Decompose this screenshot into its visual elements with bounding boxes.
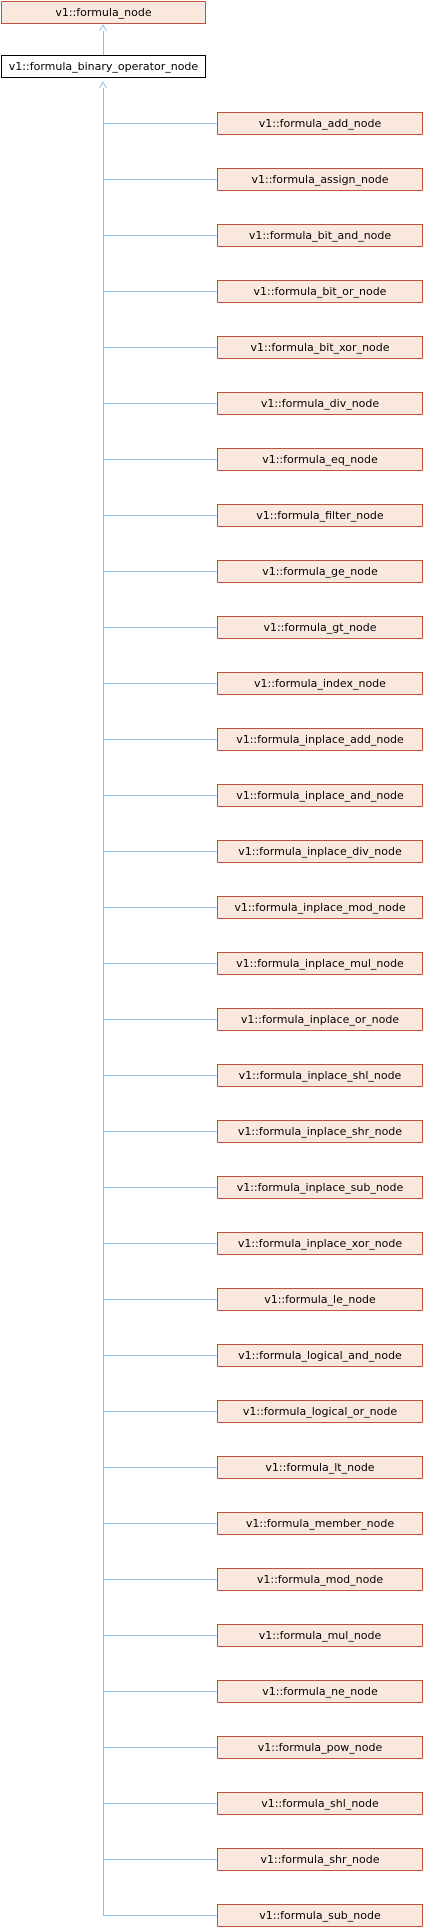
edge-branch [103, 1579, 217, 1580]
class-node-formula-bit-and-node[interactable]: v1::formula_bit_and_node [217, 224, 423, 247]
edge-branch [103, 795, 217, 796]
edge-branch [103, 1019, 217, 1020]
class-node-formula-index-node[interactable]: v1::formula_index_node [217, 672, 423, 695]
class-node-formula-inplace-mul-node[interactable]: v1::formula_inplace_mul_node [217, 952, 423, 975]
edge-branch [103, 1131, 217, 1132]
class-node-formula-filter-node[interactable]: v1::formula_filter_node [217, 504, 423, 527]
class-node-formula-ne-node[interactable]: v1::formula_ne_node [217, 1680, 423, 1703]
class-node-formula-bit-or-node[interactable]: v1::formula_bit_or_node [217, 280, 423, 303]
edge-trunk [103, 83, 104, 1916]
edge-branch [103, 347, 217, 348]
edge-branch [103, 683, 217, 684]
edge-branch [103, 739, 217, 740]
class-node-formula-mod-node[interactable]: v1::formula_mod_node [217, 1568, 423, 1591]
class-node-formula-shr-node[interactable]: v1::formula_shr_node [217, 1848, 423, 1871]
class-node-formula-logical-and-node[interactable]: v1::formula_logical_and_node [217, 1344, 423, 1367]
edge-branch [103, 403, 217, 404]
class-node-formula-inplace-mod-node[interactable]: v1::formula_inplace_mod_node [217, 896, 423, 919]
edge-branch [103, 907, 217, 908]
class-node-formula-eq-node[interactable]: v1::formula_eq_node [217, 448, 423, 471]
class-node-formula-sub-node[interactable]: v1::formula_sub_node [217, 1904, 423, 1927]
class-node-formula-inplace-shl-node[interactable]: v1::formula_inplace_shl_node [217, 1064, 423, 1087]
edge-branch [103, 123, 217, 124]
class-node-formula-shl-node[interactable]: v1::formula_shl_node [217, 1792, 423, 1815]
edge-branch [103, 459, 217, 460]
class-node-formula-assign-node[interactable]: v1::formula_assign_node [217, 168, 423, 191]
class-node-formula-inplace-add-node[interactable]: v1::formula_inplace_add_node [217, 728, 423, 751]
edge-branch [103, 1803, 217, 1804]
class-node-formula-le-node[interactable]: v1::formula_le_node [217, 1288, 423, 1311]
class-node-formula-add-node[interactable]: v1::formula_add_node [217, 112, 423, 135]
class-node-formula-pow-node[interactable]: v1::formula_pow_node [217, 1736, 423, 1759]
edge-branch [103, 1187, 217, 1188]
class-node-formula-inplace-or-node[interactable]: v1::formula_inplace_or_node [217, 1008, 423, 1031]
edge-branch [103, 571, 217, 572]
edge-arrowhead-current [99, 81, 107, 88]
edge-branch [103, 1355, 217, 1356]
edge-branch [103, 1747, 217, 1748]
class-node-formula-lt-node[interactable]: v1::formula_lt_node [217, 1456, 423, 1479]
edge-branch [103, 1075, 217, 1076]
class-node-formula-logical-or-node[interactable]: v1::formula_logical_or_node [217, 1400, 423, 1423]
edge-branch [103, 1243, 217, 1244]
class-node-formula-gt-node[interactable]: v1::formula_gt_node [217, 616, 423, 639]
edge-branch [103, 1411, 217, 1412]
edge-branch [103, 179, 217, 180]
edge-branch [103, 235, 217, 236]
edge-branch [103, 291, 217, 292]
edge-branch [103, 963, 217, 964]
edge-arrowhead-root [99, 24, 107, 31]
class-node-formula-div-node[interactable]: v1::formula_div_node [217, 392, 423, 415]
edge-root-to-current [103, 26, 104, 58]
edge-branch [103, 1635, 217, 1636]
edge-branch [103, 1691, 217, 1692]
edge-branch [103, 1467, 217, 1468]
class-node-formula-inplace-div-node[interactable]: v1::formula_inplace_div_node [217, 840, 423, 863]
class-node-formula-ge-node[interactable]: v1::formula_ge_node [217, 560, 423, 583]
class-node-formula-bit-xor-node[interactable]: v1::formula_bit_xor_node [217, 336, 423, 359]
class-node-formula-member-node[interactable]: v1::formula_member_node [217, 1512, 423, 1535]
class-node-formula-mul-node[interactable]: v1::formula_mul_node [217, 1624, 423, 1647]
edge-branch [103, 515, 217, 516]
edge-branch [103, 851, 217, 852]
class-node-formula-node[interactable]: v1::formula_node [1, 1, 206, 24]
edge-branch [103, 627, 217, 628]
class-node-formula-inplace-xor-node[interactable]: v1::formula_inplace_xor_node [217, 1232, 423, 1255]
class-node-formula-inplace-and-node[interactable]: v1::formula_inplace_and_node [217, 784, 423, 807]
class-node-formula-inplace-sub-node[interactable]: v1::formula_inplace_sub_node [217, 1176, 423, 1199]
class-node-formula-binary-operator-node: v1::formula_binary_operator_node [1, 55, 206, 78]
edge-branch [103, 1523, 217, 1524]
edge-branch [103, 1915, 217, 1916]
edge-branch [103, 1859, 217, 1860]
class-node-formula-inplace-shr-node[interactable]: v1::formula_inplace_shr_node [217, 1120, 423, 1143]
edge-branch [103, 1299, 217, 1300]
